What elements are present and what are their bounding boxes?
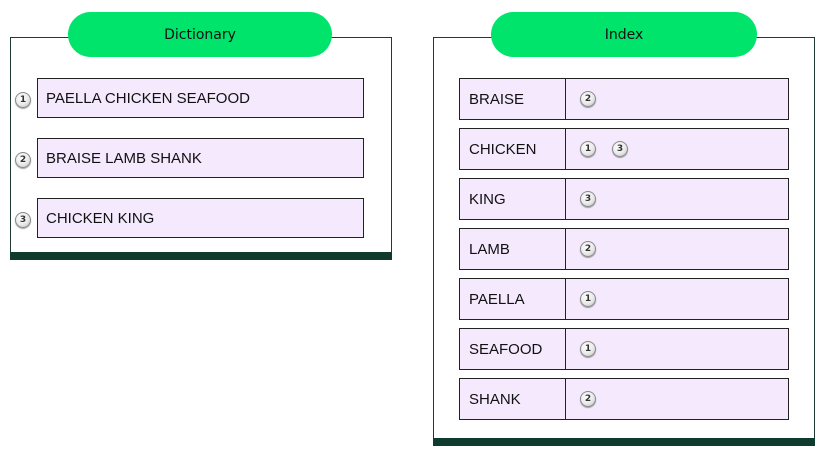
dictionary-panel: 1 PAELLA CHICKEN SEAFOOD 2 BRAISE LAMB S… <box>10 37 392 260</box>
index-refs: 3 <box>566 179 788 219</box>
ref-badge: 1 <box>580 141 596 157</box>
index-word: PAELLA <box>460 279 566 319</box>
ref-badge: 2 <box>580 241 596 257</box>
index-refs: 1 <box>566 329 788 369</box>
index-row: CHICKEN 1 3 <box>459 128 789 170</box>
dictionary-title: Dictionary <box>68 12 332 57</box>
index-row: PAELLA 1 <box>459 278 789 320</box>
index-row: SHANK 2 <box>459 378 789 420</box>
ref-badge: 3 <box>612 141 628 157</box>
dict-entry: BRAISE LAMB SHANK <box>37 138 364 178</box>
entry-number-badge: 3 <box>15 212 31 228</box>
index-word: SHANK <box>460 379 566 419</box>
index-panel: BRAISE 2 CHICKEN 1 3 KING 3 LAMB 2 PAELL… <box>433 37 815 446</box>
index-word: CHICKEN <box>460 129 566 169</box>
index-title: Index <box>491 12 757 57</box>
index-row: LAMB 2 <box>459 228 789 270</box>
index-refs: 1 3 <box>566 129 788 169</box>
index-word: KING <box>460 179 566 219</box>
index-refs: 2 <box>566 379 788 419</box>
entry-number-badge: 2 <box>15 152 31 168</box>
index-refs: 2 <box>566 79 788 119</box>
index-word: LAMB <box>460 229 566 269</box>
index-refs: 2 <box>566 229 788 269</box>
index-row: BRAISE 2 <box>459 78 789 120</box>
panel-bottom-bar <box>10 252 392 260</box>
ref-badge: 2 <box>580 91 596 107</box>
index-refs: 1 <box>566 279 788 319</box>
dict-entry: CHICKEN KING <box>37 198 364 238</box>
index-word: SEAFOOD <box>460 329 566 369</box>
ref-badge: 3 <box>580 191 596 207</box>
index-row: KING 3 <box>459 178 789 220</box>
entry-number-badge: 1 <box>15 92 31 108</box>
dict-entry: PAELLA CHICKEN SEAFOOD <box>37 78 364 118</box>
index-row: SEAFOOD 1 <box>459 328 789 370</box>
ref-badge: 1 <box>580 341 596 357</box>
index-word: BRAISE <box>460 79 566 119</box>
panel-bottom-bar <box>433 438 815 446</box>
ref-badge: 2 <box>580 391 596 407</box>
ref-badge: 1 <box>580 291 596 307</box>
